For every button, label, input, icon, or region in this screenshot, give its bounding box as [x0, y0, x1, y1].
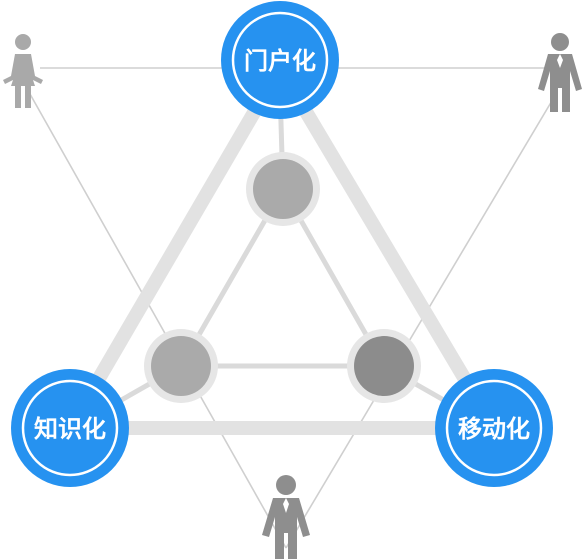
node-top: 门户化	[221, 1, 339, 119]
male-user-icon-top-right	[538, 33, 582, 112]
hub-left-circle-icon	[151, 336, 211, 396]
connector-top-left-to-bottom	[29, 93, 287, 549]
hub-left	[144, 329, 218, 403]
hub-top-circle-icon	[253, 159, 313, 219]
node-top-label: 门户化	[244, 47, 316, 75]
outer-triangle-frame	[63, 61, 501, 435]
node-left-label: 知识化	[34, 415, 106, 443]
node-left: 知识化	[11, 369, 129, 487]
node-right: 移动化	[435, 369, 553, 487]
male-user-icon-bottom	[262, 475, 310, 559]
inner-triangle	[178, 186, 387, 369]
node-right-label: 移动化	[458, 415, 530, 443]
hub-right	[347, 329, 421, 403]
hub-right-circle-icon	[354, 336, 414, 396]
female-user-icon	[3, 34, 43, 108]
connector-top-right-to-bottom	[285, 93, 557, 549]
hub-top	[246, 152, 320, 226]
